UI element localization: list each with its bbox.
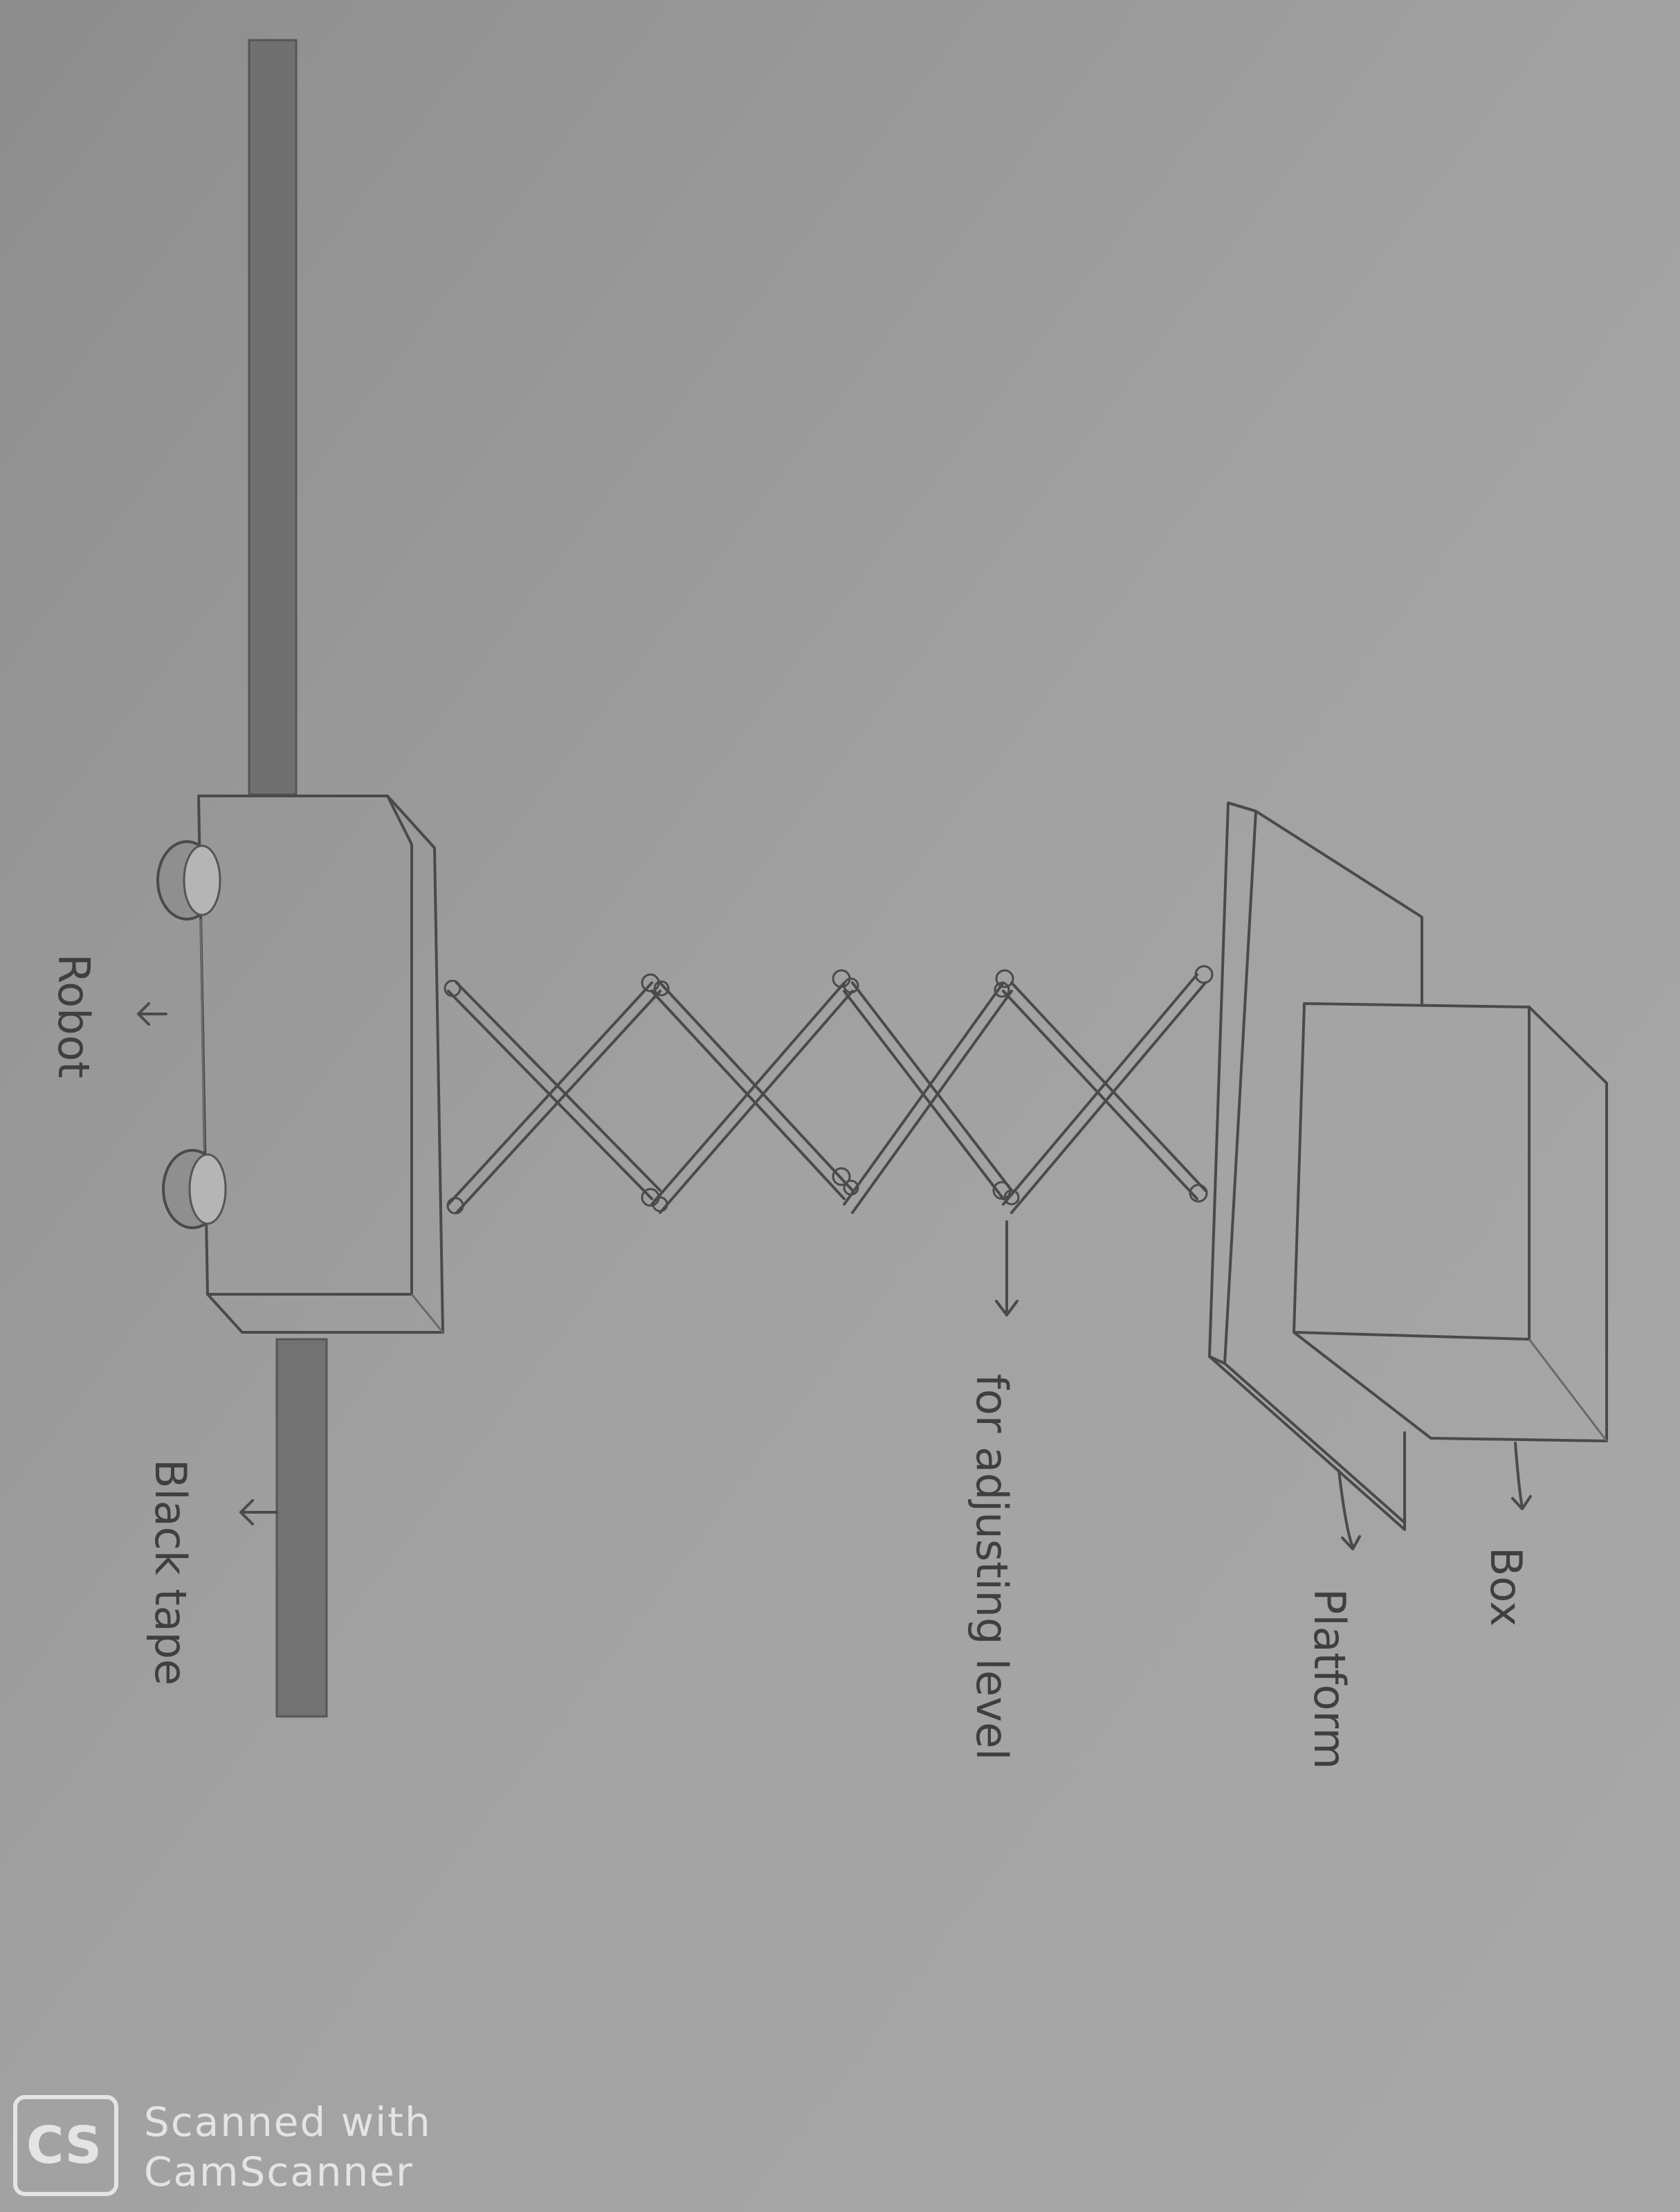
box-label: Box [1481,1547,1531,1626]
robot-wheel-bottom [163,1150,226,1228]
watermark-line2: CamScanner [144,2148,414,2195]
adjusting-level-label: for adjusting level [967,1374,1017,1760]
watermark-line1: Scanned with [144,2098,432,2146]
camscanner-logo-text: CS [26,2116,102,2175]
platform-label: Platform [1304,1588,1355,1769]
robot-wheel-top [158,842,220,919]
robot-label: Robot [48,954,99,1078]
black-tape-label: Black tape [145,1459,196,1685]
